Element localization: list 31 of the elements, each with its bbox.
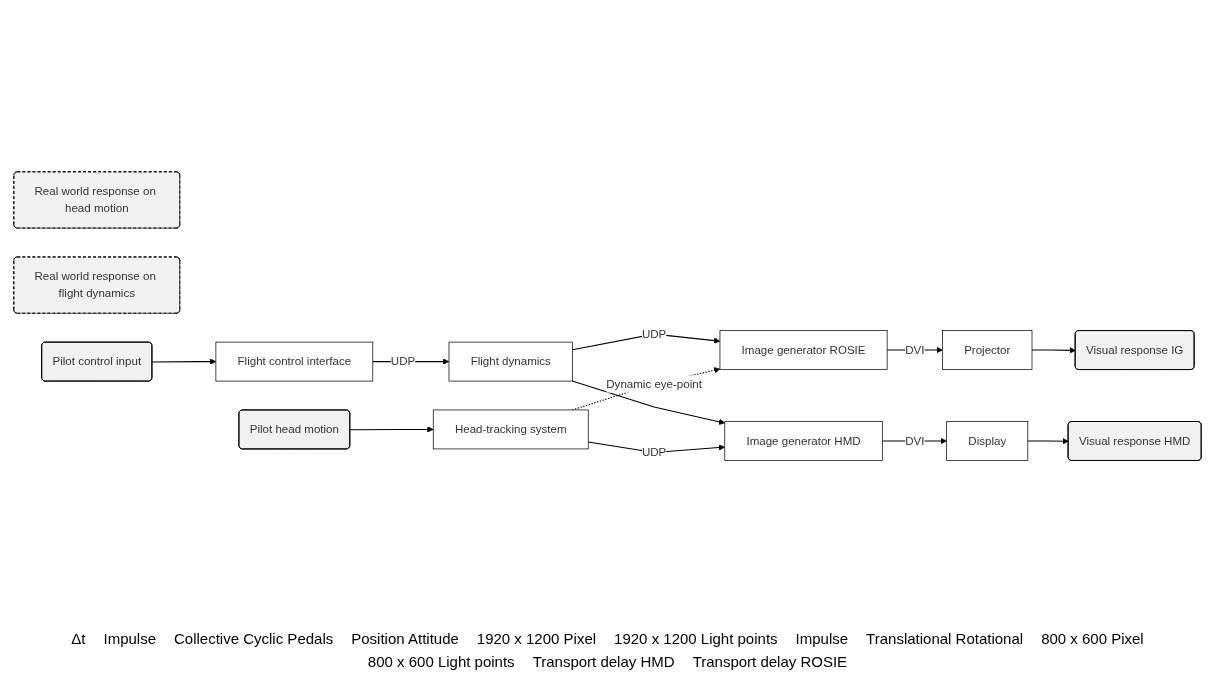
arrow — [881, 437, 947, 444]
node-box: Flight dynamics — [448, 341, 573, 381]
annotation-label: Δt — [71, 630, 86, 647]
annotation-label: Transport delay HMD — [532, 653, 675, 670]
arrow — [1027, 437, 1069, 444]
edge-label: Dynamic eye-point — [606, 376, 702, 390]
annotation-label: 1920 x 1200 Pixel — [476, 630, 597, 647]
node-box: Image generator ROSIE — [719, 329, 888, 370]
edge-label: UDP — [390, 354, 416, 367]
edge-label: UDP — [641, 445, 667, 458]
node-box: Flight control interface — [215, 341, 374, 381]
annotation-label: Collective Cyclic Pedals — [174, 630, 334, 647]
edge-label: DVI — [905, 343, 925, 356]
arrow — [349, 425, 434, 433]
node-box: Projector — [942, 329, 1033, 370]
arrow — [571, 380, 726, 425]
arrow — [151, 357, 217, 365]
node-box: Image generator HMD — [724, 420, 883, 461]
annotation-label: 1920 x 1200 Light points — [614, 630, 778, 647]
node-box: Head-tracking system — [432, 409, 589, 449]
arrow — [1031, 346, 1076, 353]
annotation-label: 800 x 600 Light points — [367, 653, 515, 670]
annotation-label: Position Attitude — [351, 630, 459, 647]
annotation-label: 800 x 600 Pixel — [1041, 630, 1144, 647]
edge-label: DVI — [905, 434, 925, 447]
annotation-label: Impulse — [103, 630, 156, 647]
annotation-label: Impulse — [795, 630, 849, 647]
edge-label: UDP — [641, 327, 667, 340]
node-box: Display — [946, 420, 1029, 461]
annotation-label: Transport delay ROSIE — [692, 653, 848, 670]
annotation-label: Translational Rotational — [866, 630, 1024, 647]
